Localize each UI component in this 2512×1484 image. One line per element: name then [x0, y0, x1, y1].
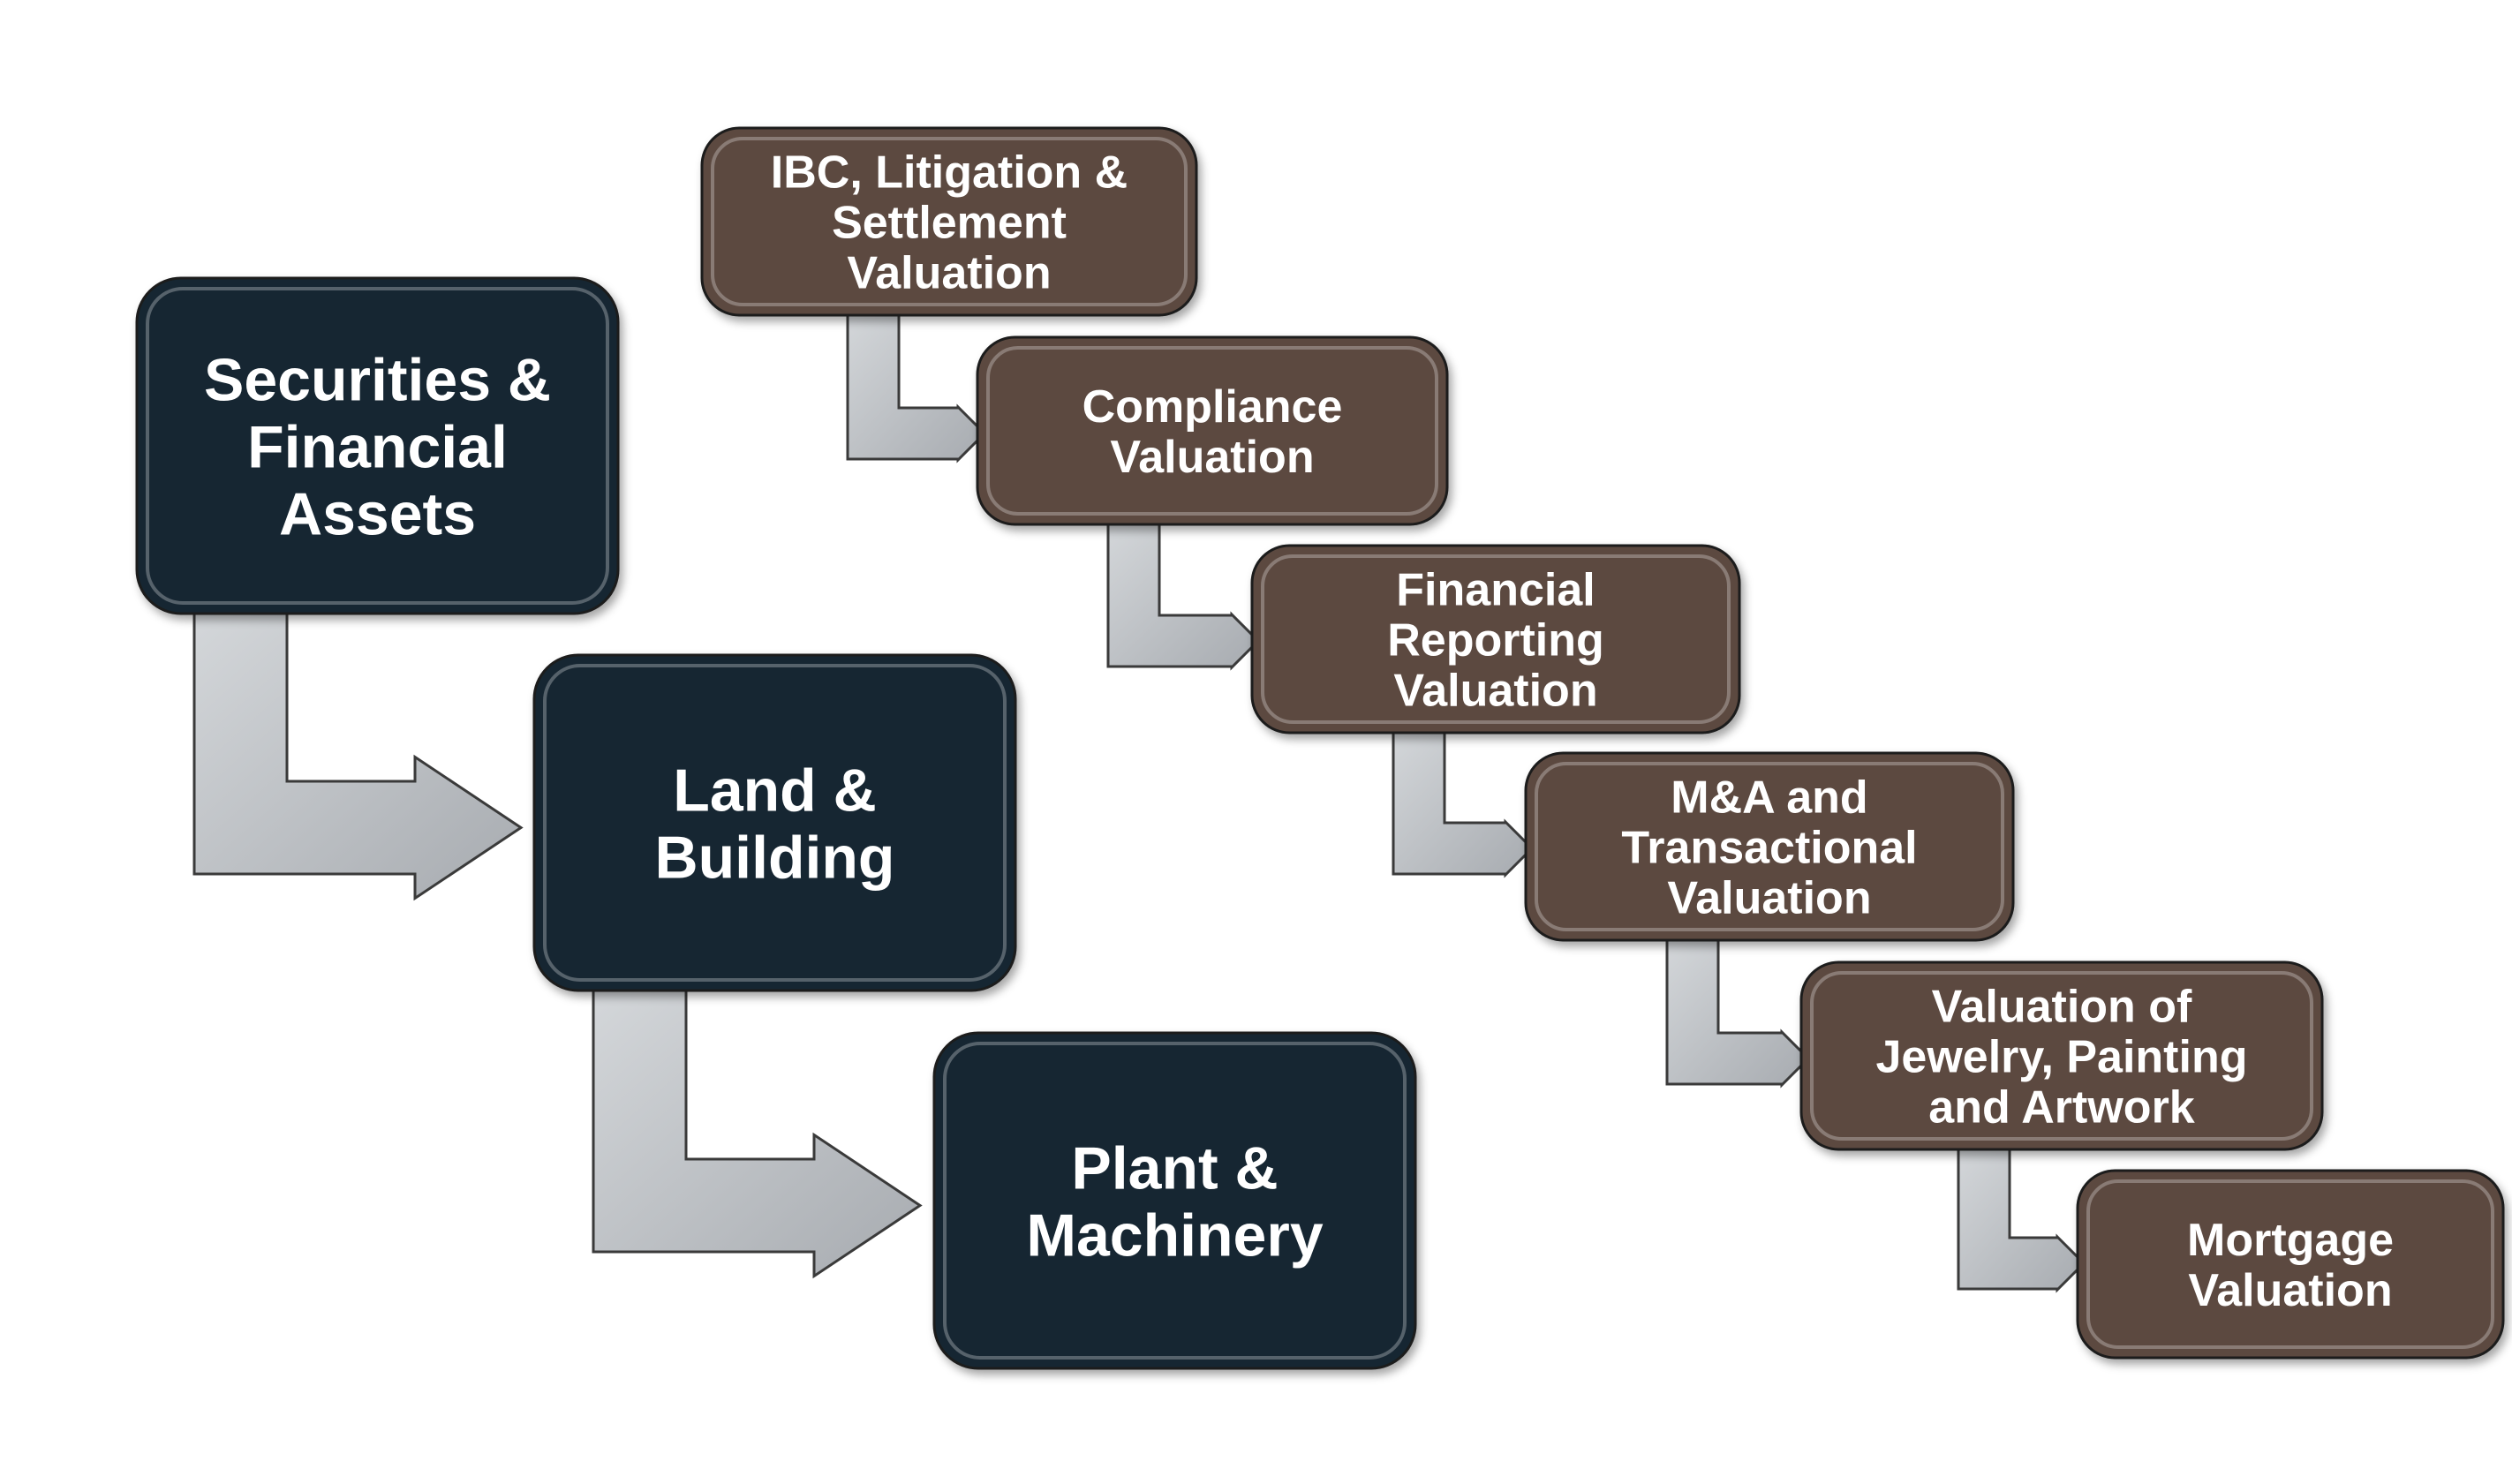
valuation-service-box-label-line: Jewelry, Painting: [1876, 1032, 2248, 1083]
asset-class-box-label-line: Securities &: [204, 346, 551, 413]
valuation-service-box-label-line: Valuation: [1110, 432, 1314, 483]
asset-class-box-bevel: [543, 664, 1007, 982]
valuation-service-box-label-line: Reporting: [1387, 615, 1604, 667]
service-connector-arrow: [1106, 519, 1261, 671]
valuation-service-box-label-line: Settlement: [832, 198, 1067, 249]
valuation-service-box-shape: [1250, 544, 1741, 734]
valuation-service-box-bevel: [711, 137, 1188, 306]
valuation-service-box-label-line: IBC, Litigation &: [771, 147, 1128, 199]
valuation-service-box-bevel: [1261, 554, 1731, 724]
valuation-service-box-label-line: Transactional: [1621, 823, 1917, 874]
valuation-service-box-shape: [700, 126, 1198, 317]
service-connector-arrow: [1665, 934, 1811, 1089]
asset-class-box-label-line: Plant &: [1071, 1134, 1278, 1202]
valuation-service-box-bevel: [986, 346, 1438, 516]
valuation-service-box-label-line: Valuation of: [1932, 982, 2192, 1033]
valuation-service-box-shape: [2076, 1169, 2505, 1360]
asset-class-box-label-line: Assets: [279, 480, 476, 547]
valuation-service-box-shape: [976, 335, 1449, 526]
asset-connector-arrow: [192, 607, 524, 901]
valuation-service-box-label-line: Valuation: [1667, 873, 1871, 924]
valuation-service-box-label-line: M&A and: [1671, 772, 1867, 824]
valuation-service-box-label-line: Compliance: [1082, 381, 1343, 433]
asset-class-box-label-line: Land &: [673, 757, 876, 824]
valuation-service-box-bevel: [2086, 1179, 2494, 1349]
valuation-service-box-label-line: Financial: [1396, 565, 1595, 616]
valuation-service-box-label-line: Valuation: [2188, 1265, 2392, 1316]
asset-class-box-label-line: Machinery: [1026, 1202, 1324, 1269]
service-connector-arrow: [846, 309, 987, 463]
service-connector-arrow: [1957, 1144, 2086, 1293]
connectors-layer: [192, 309, 2086, 1293]
asset-class-box-bevel: [943, 1042, 1407, 1360]
asset-connector-arrow: [592, 985, 923, 1279]
valuation-service-box-shape: [1524, 751, 2015, 942]
asset-class-box-shape: [135, 276, 620, 615]
asset-class-box-label-line: Building: [655, 824, 895, 891]
valuation-service-box-label-line: and Artwork: [1928, 1082, 2195, 1134]
service-connector-arrow: [1392, 727, 1535, 878]
valuation-service-box-label-line: Mortgage: [2187, 1215, 2394, 1266]
asset-class-box-label-line: Financial: [247, 413, 508, 480]
asset-class-box-shape: [532, 653, 1017, 992]
valuation-service-box-bevel: [1810, 971, 2313, 1141]
asset-class-box: Land &Building: [532, 653, 1017, 992]
valuation-service-box-label-line: Valuation: [847, 248, 1051, 299]
asset-class-box: Plant &Machinery: [932, 1031, 1417, 1370]
valuation-service-box-shape: [1799, 960, 2324, 1151]
asset-class-box-bevel: [146, 287, 609, 605]
asset-class-box-shape: [932, 1031, 1417, 1370]
valuation-service-box-label-line: Valuation: [1393, 666, 1597, 717]
valuation-service-box-bevel: [1535, 762, 2004, 931]
